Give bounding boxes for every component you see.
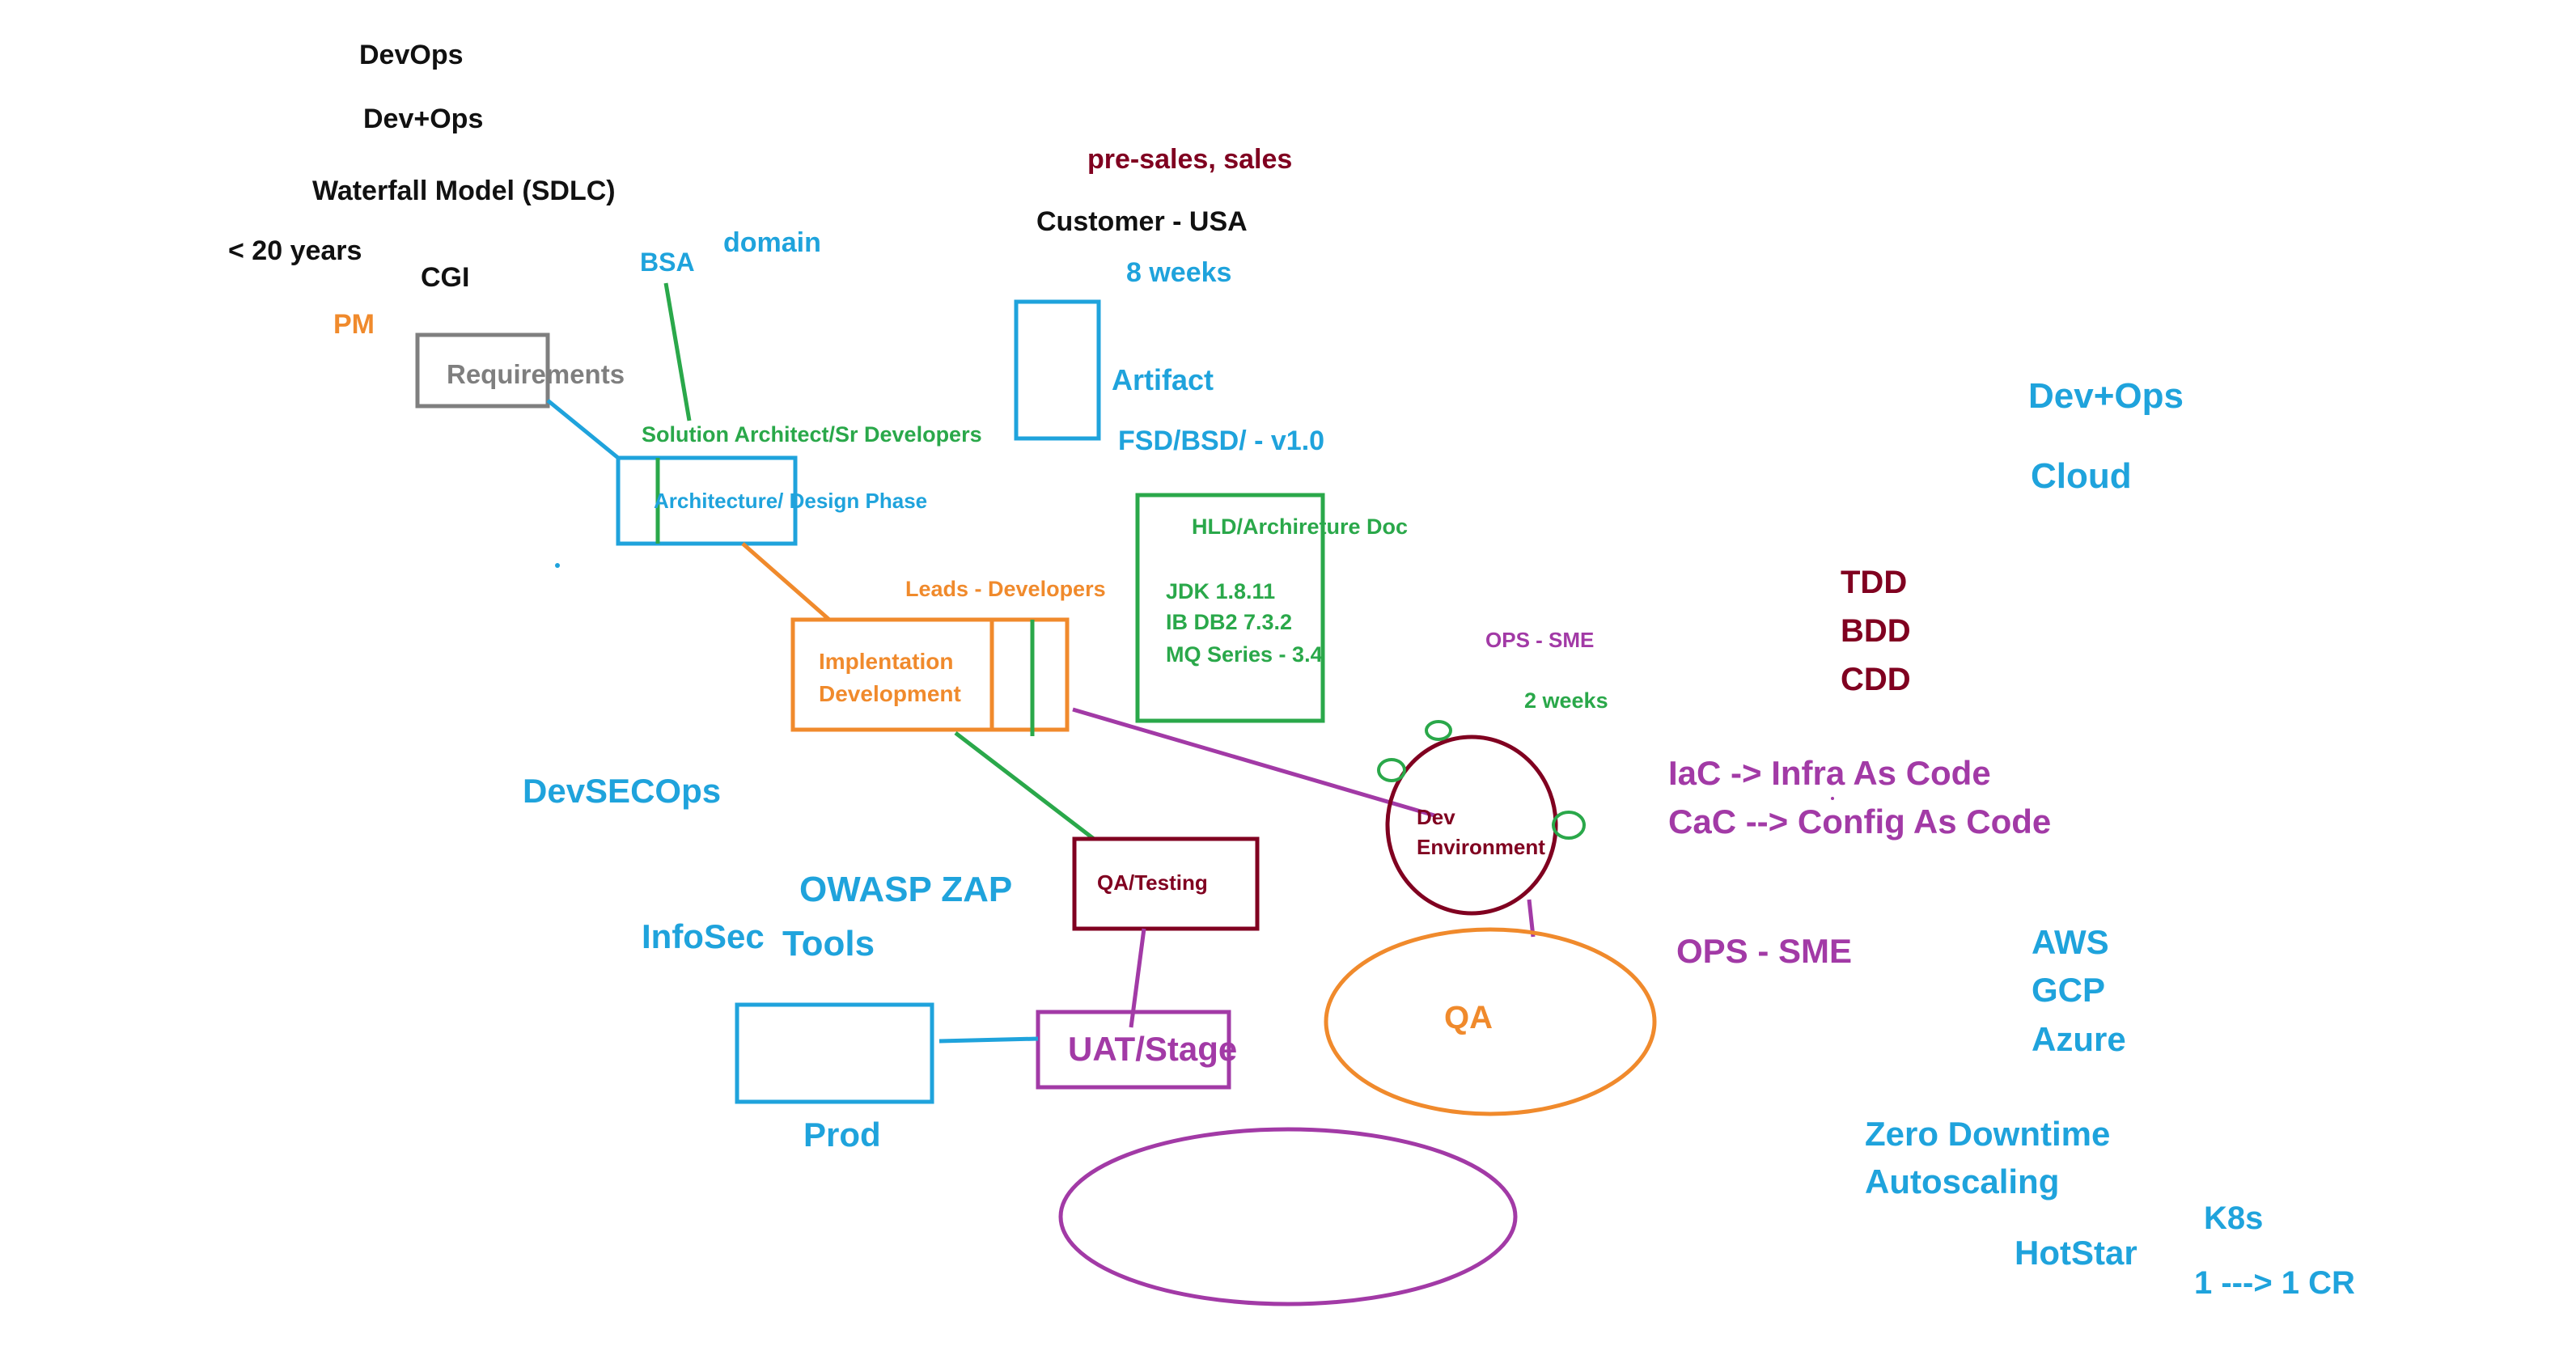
hotstar-label: HotStar	[2015, 1234, 2137, 1272]
dev-environment-label-line1: Dev	[1417, 805, 1455, 829]
weeks8-label: 8 weeks	[1126, 257, 1231, 288]
cac-label: CaC --> Config As Code	[1668, 802, 2051, 841]
uat-box	[1036, 1010, 1231, 1090]
gcp-label: GCP	[2032, 971, 2105, 1009]
weeks2-label: 2 weeks	[1524, 688, 1608, 713]
devsecops-label: DevSECOps	[523, 772, 721, 810]
prod-label: Prod	[803, 1116, 881, 1154]
stray-dot-iac	[1831, 797, 1834, 800]
domain-label: domain	[723, 227, 821, 258]
prod-box	[735, 1002, 934, 1104]
architecture-label: Architecture/ Design Phase	[654, 489, 927, 513]
fsd-label: FSD/BSD/ - v1.0	[1118, 426, 1324, 456]
uat-label: UAT/Stage	[1068, 1030, 1237, 1068]
aws-label: AWS	[2032, 923, 2109, 961]
cloud-label: Cloud	[2031, 456, 2132, 496]
small-green-circle-right	[1552, 811, 1586, 840]
artifact-box	[1014, 299, 1101, 441]
bdd-label: BDD	[1841, 613, 1911, 649]
db2-label: IB DB2 7.3.2	[1166, 610, 1292, 634]
small-green-circle-left	[1377, 758, 1406, 782]
presales-label: pre-sales, sales	[1087, 144, 1292, 175]
qa-label: QA	[1444, 1000, 1493, 1035]
stray-dot	[555, 563, 560, 568]
requirements-label: Requirements	[447, 359, 625, 389]
qa-testing-label: QA/Testing	[1097, 870, 1208, 895]
dev-plus-ops-top: Dev+Ops	[363, 104, 483, 134]
connector-uat-prod	[938, 1036, 1039, 1044]
owasp-label: OWASP ZAP	[799, 870, 1012, 909]
mq-label: MQ Series - 3.4	[1166, 642, 1323, 667]
iac-label: IaC -> Infra As Code	[1668, 754, 1991, 792]
connector-impl-qatesting	[954, 731, 1095, 841]
dev-plus-ops-right: Dev+Ops	[2028, 376, 2184, 416]
one-cr-label: 1 ---> 1 CR	[2194, 1265, 2355, 1301]
qa-ellipse	[1324, 927, 1657, 1116]
cdd-label: CDD	[1841, 662, 1911, 697]
implementation-label-line2: Development	[819, 681, 961, 706]
infosec-label: InfoSec	[642, 917, 765, 955]
autoscaling-label: Autoscaling	[1865, 1162, 2059, 1200]
implementation-box	[790, 617, 1070, 732]
waterfall-label: Waterfall Model (SDLC)	[312, 176, 616, 206]
architecture-box	[616, 455, 798, 546]
bsa-label: BSA	[640, 248, 695, 277]
customer-label: Customer - USA	[1036, 206, 1248, 237]
pm-label: PM	[333, 309, 375, 340]
azure-label: Azure	[2032, 1020, 2126, 1058]
k8s-label: K8s	[2204, 1200, 2263, 1236]
jdk-label: JDK 1.8.11	[1166, 579, 1275, 603]
dev-environment-label-line2: Environment	[1417, 835, 1545, 859]
devops-title: DevOps	[359, 40, 464, 70]
tools-label: Tools	[782, 924, 875, 963]
ops-sme-large-label: OPS - SME	[1676, 932, 1852, 970]
dev-environment-circle	[1385, 735, 1558, 916]
cgi-label: CGI	[421, 262, 469, 293]
ops-sme-small-label: OPS - SME	[1485, 628, 1594, 652]
qa-testing-box	[1072, 836, 1260, 931]
connector-req-arch	[546, 399, 620, 459]
hld-label: HLD/Archireture Doc	[1192, 514, 1408, 539]
tdd-label: TDD	[1841, 565, 1907, 600]
hld-box	[1135, 493, 1325, 723]
solution-architect-label: Solution Architect/Sr Developers	[642, 422, 982, 447]
small-green-circle-top	[1425, 720, 1452, 741]
connector-arch-impl	[741, 542, 831, 621]
leads-label: Leads - Developers	[905, 577, 1106, 601]
artifact-label: Artifact	[1112, 363, 1214, 396]
implementation-label-line1: Implentation	[819, 649, 953, 674]
years-label: < 20 years	[228, 235, 362, 266]
requirements-box	[415, 332, 550, 409]
connector-impl-devenv	[1072, 707, 1435, 818]
zero-downtime-label: Zero Downtime	[1865, 1115, 2110, 1153]
empty-ellipse	[1058, 1127, 1518, 1306]
connector-bsa-arch	[663, 282, 692, 421]
